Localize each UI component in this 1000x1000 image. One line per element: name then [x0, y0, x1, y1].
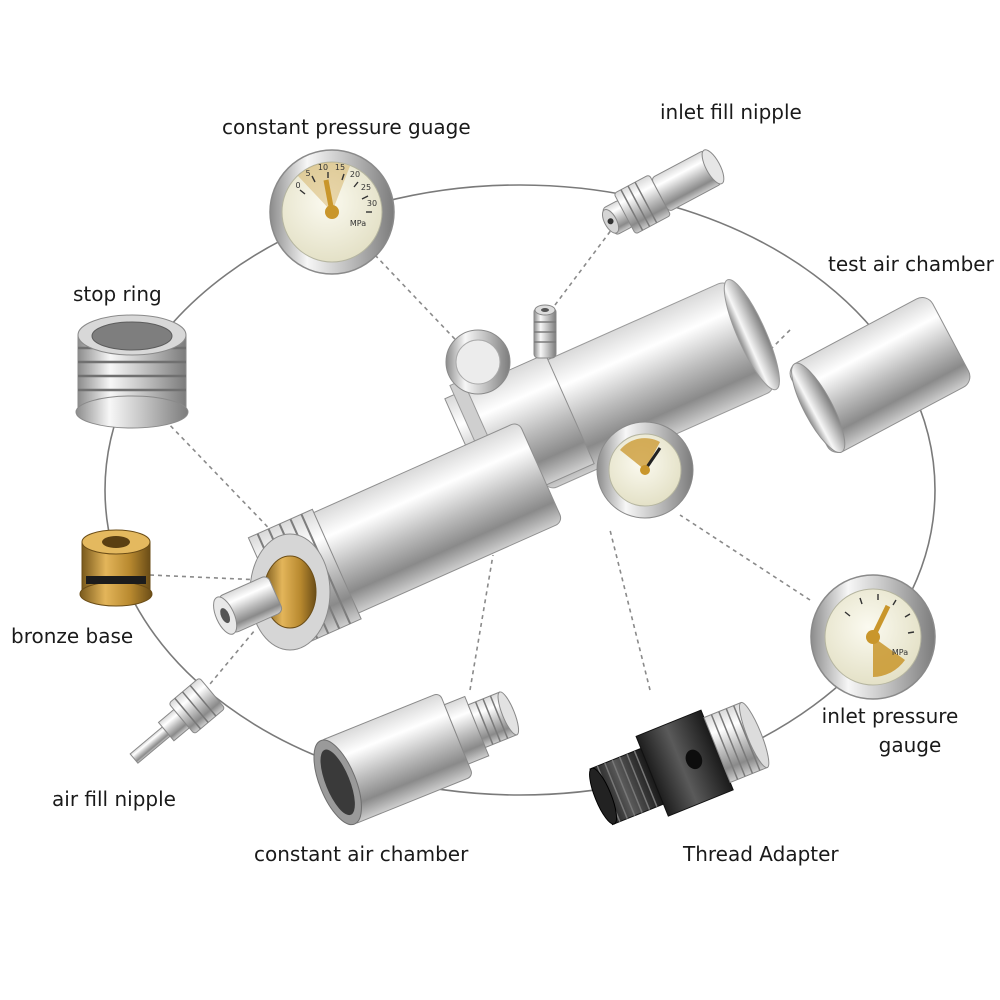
inlet-fill-nipple-part — [601, 149, 725, 235]
label-thread-adapter: Thread Adapter — [683, 842, 839, 866]
gauge-tick-25: 25 — [361, 183, 371, 192]
label-air-fill-nipple: air fill nipple — [52, 787, 176, 811]
label-inlet-pressure-gauge: inlet pressure gauge — [820, 702, 960, 760]
label-stop-ring: stop ring — [73, 282, 162, 306]
label-inlet-pressure-gauge-line2: gauge — [878, 733, 942, 757]
constant-pressure-gauge-part — [269, 149, 395, 275]
label-constant-pressure-gauge: constant pressure guage — [222, 115, 471, 139]
gauge-tick-15: 15 — [335, 163, 345, 172]
leader-lines — [149, 224, 811, 691]
gauge-unit: MPa — [350, 219, 366, 228]
gauge-tick-5: 5 — [305, 169, 310, 178]
orbit-line — [104, 184, 936, 796]
label-inlet-fill-nipple: inlet fill nipple — [660, 100, 802, 124]
constant-air-chamber-part — [313, 691, 520, 826]
gauge-tick-10: 10 — [318, 163, 328, 172]
inlet-gauge-unit: MPa — [892, 648, 908, 657]
gauge-tick-20: 20 — [350, 170, 360, 179]
air-fill-nipple-part — [129, 678, 225, 764]
gauge-tick-0: 0 — [295, 181, 300, 190]
main-regulator — [213, 278, 780, 651]
test-air-chamber-part — [789, 297, 971, 453]
label-inlet-pressure-gauge-line1: inlet pressure — [821, 704, 959, 728]
gauge-tick-30: 30 — [367, 199, 377, 208]
label-bronze-base: bronze base — [11, 624, 134, 648]
bronze-base-part — [79, 529, 153, 607]
stop-ring-part — [75, 314, 189, 429]
label-constant-air-chamber: constant air chamber — [254, 842, 469, 866]
label-test-air-chamber: test air chamber — [828, 252, 994, 276]
inlet-pressure-gauge-part — [810, 574, 936, 700]
thread-adapter-part — [589, 701, 770, 826]
